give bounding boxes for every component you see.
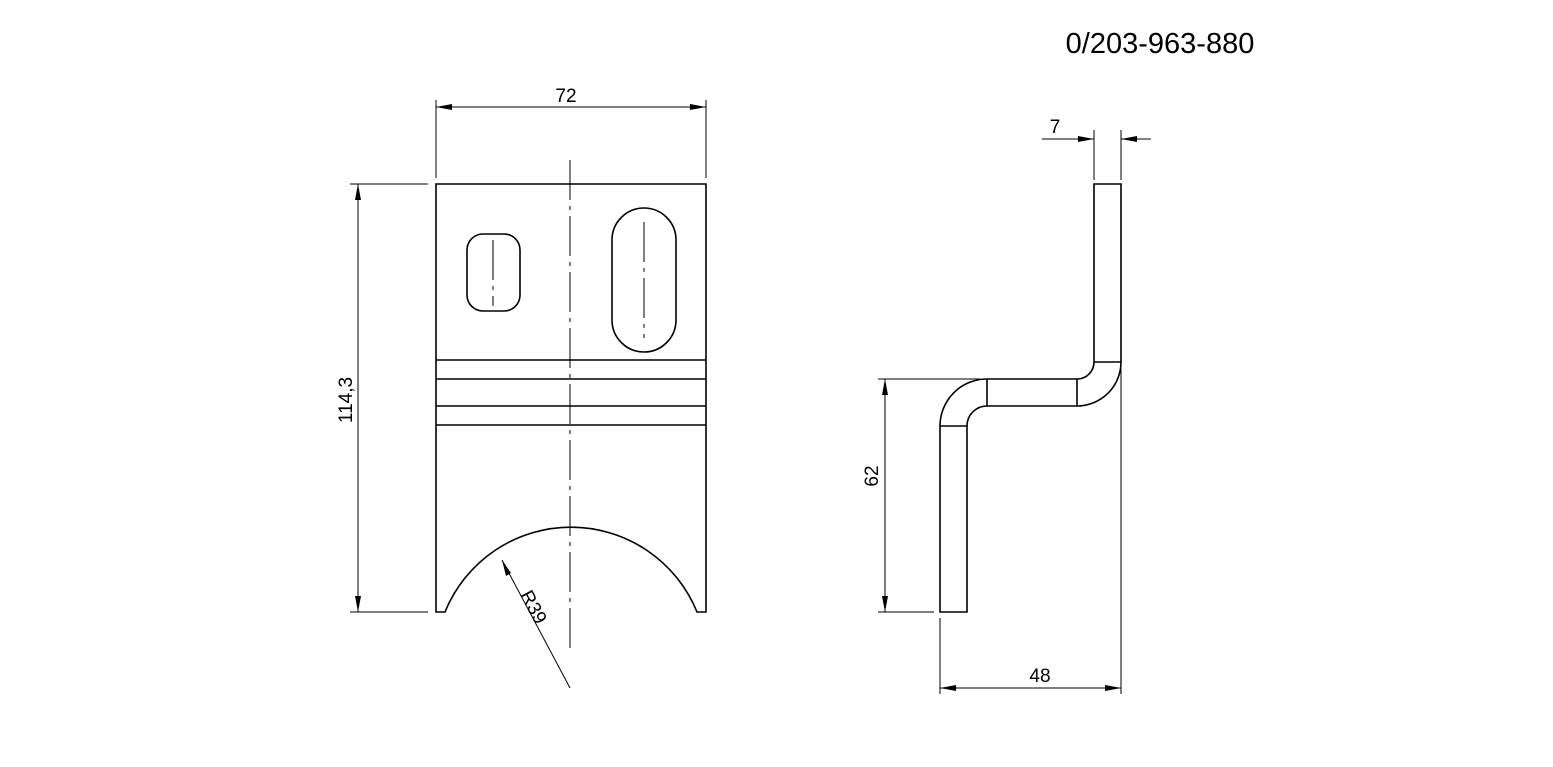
side-view: 7 62 48 bbox=[862, 117, 1151, 694]
dim-depth: 48 bbox=[939, 368, 1122, 694]
dim-thickness: 7 bbox=[1042, 117, 1151, 180]
large-slot bbox=[611, 207, 677, 353]
dim-side-height: 62 bbox=[862, 378, 980, 613]
dim-width-text: 72 bbox=[555, 86, 576, 107]
side-profile bbox=[939, 183, 1122, 613]
dim-width: 72 bbox=[435, 86, 707, 178]
dim-radius-text: R39 bbox=[515, 587, 550, 628]
small-slot bbox=[466, 233, 521, 312]
front-view: 72 114,3 R39 bbox=[336, 86, 707, 689]
dim-height-text: 114,3 bbox=[336, 377, 357, 423]
dim-thickness-text: 7 bbox=[1050, 117, 1061, 138]
dim-radius: R39 bbox=[501, 559, 571, 689]
front-outline bbox=[435, 183, 707, 613]
dim-depth-text: 48 bbox=[1029, 666, 1050, 687]
part-number: 0/203-963-880 bbox=[1066, 28, 1255, 60]
dim-height: 114,3 bbox=[336, 183, 428, 613]
dim-side-height-text: 62 bbox=[862, 465, 883, 486]
